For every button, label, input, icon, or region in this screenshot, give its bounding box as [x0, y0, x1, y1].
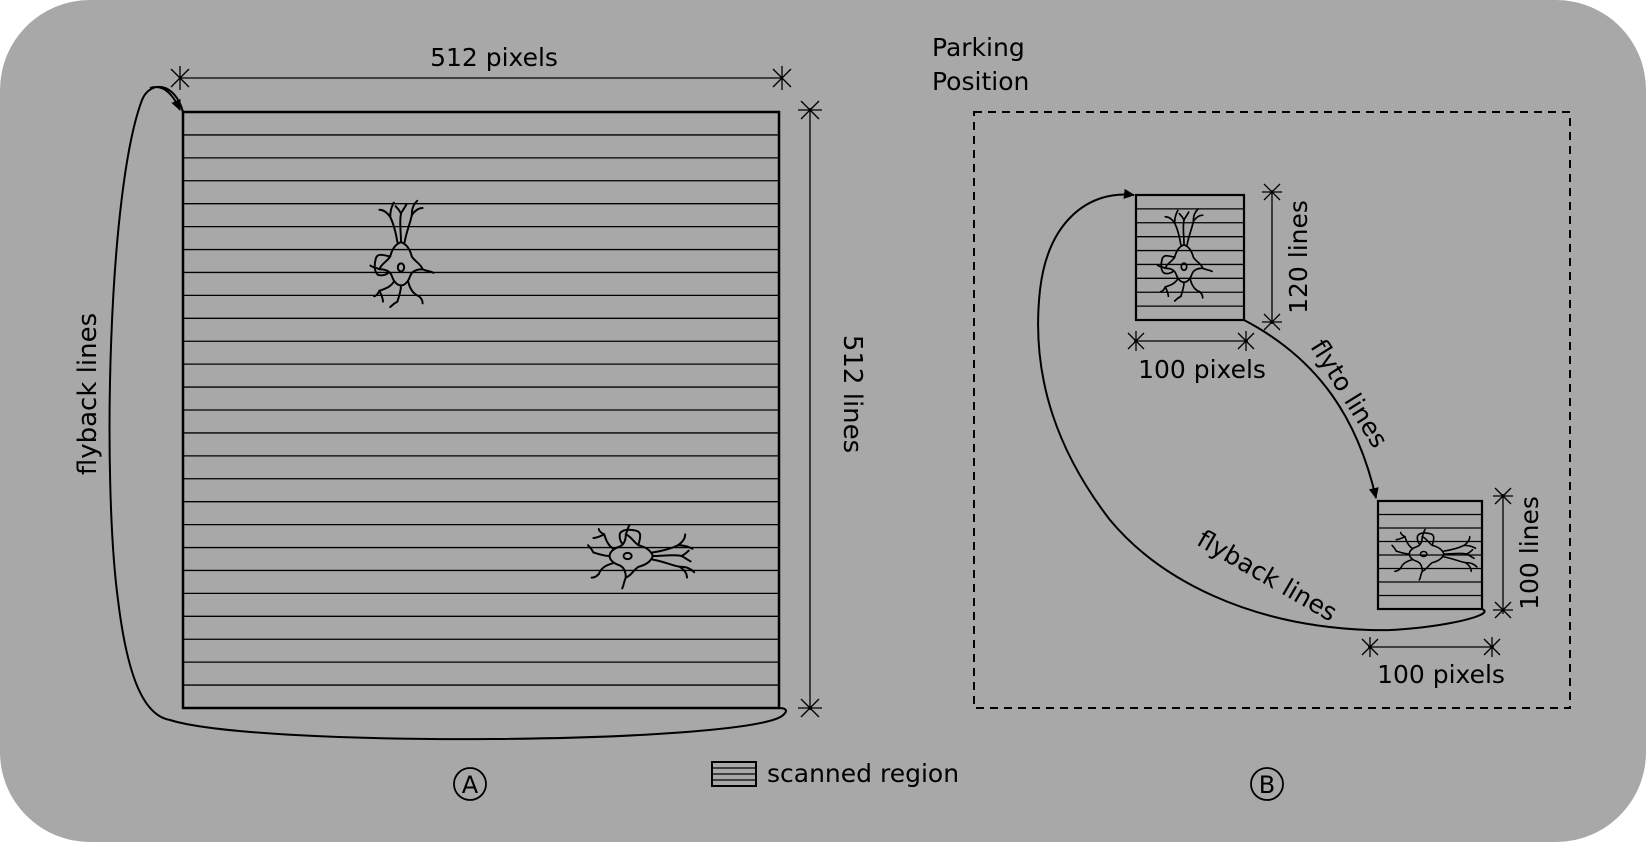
panel-a-flyback-label: flyback lines	[73, 313, 103, 475]
panel-b-marker-circle	[1250, 767, 1284, 801]
panel-a: 512 pixels 512 lines flyback lines A	[73, 43, 867, 801]
legend-swatch	[711, 761, 757, 787]
roi2-width-dimension	[1361, 637, 1501, 657]
roi2-frame	[1376, 499, 1484, 611]
panel-a-scan-lines	[183, 134, 779, 686]
parking-label-line2: Position	[932, 67, 1029, 96]
legend-label: scanned region	[767, 759, 959, 788]
panel-a-height-label: 512 lines	[837, 335, 867, 453]
panel-a-flyback-path	[108, 85, 787, 741]
roi2-width-label: 100 pixels	[1377, 660, 1505, 689]
roi2-height-label: 100 lines	[1515, 496, 1544, 610]
roi1-height-label: 120 lines	[1284, 200, 1313, 314]
roi1-width-label: 100 pixels	[1138, 355, 1266, 384]
panel-a-height-dimension	[798, 100, 822, 718]
panel-b-flyback-path	[1037, 188, 1486, 632]
legend: scanned region	[711, 759, 959, 788]
roi2-scan-lines	[1378, 513, 1482, 597]
panel-a-marker-circle	[453, 767, 487, 801]
panel-a-scan-frame	[181, 110, 781, 710]
flyto-path	[1243, 319, 1379, 499]
roi1-width-dimension	[1127, 331, 1255, 351]
panel-a-marker: A	[462, 771, 479, 799]
parking-label-line1: Parking	[932, 33, 1025, 62]
panel-a-width-label: 512 pixels	[430, 43, 558, 72]
panel-a-width-dimension	[170, 66, 792, 90]
panel-b-marker: B	[1259, 771, 1275, 799]
parking-field-boundary	[973, 111, 1571, 709]
roi2-height-dimension	[1493, 487, 1513, 619]
roi1-frame	[1134, 193, 1246, 322]
legend-swatch-lines	[712, 767, 756, 781]
panel-a-flyback-arrow	[149, 86, 181, 111]
roi1-height-dimension	[1262, 183, 1282, 331]
